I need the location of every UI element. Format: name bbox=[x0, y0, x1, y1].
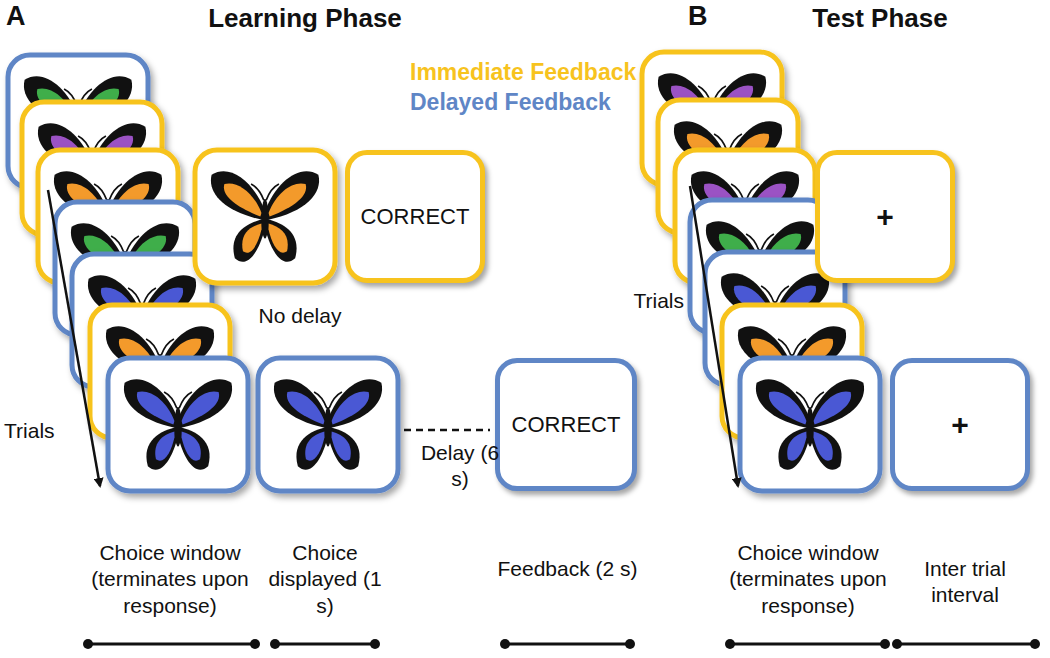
annotation-label: Choice window (terminates upon response) bbox=[713, 540, 903, 619]
annotation-label: Test Phase bbox=[780, 2, 980, 35]
timeline-dot bbox=[83, 639, 93, 649]
annotation-label: Trials bbox=[618, 288, 684, 314]
trials-arrow bbox=[690, 186, 738, 486]
trials-arrow bbox=[48, 190, 100, 486]
timeline-bar bbox=[730, 643, 885, 646]
card-text: + bbox=[951, 408, 969, 442]
annotation-label: B bbox=[688, 0, 728, 34]
annotation-label: Choice displayed (1 s) bbox=[265, 540, 385, 619]
timeline-dot bbox=[892, 639, 902, 649]
annotation-label: No delay bbox=[240, 303, 360, 329]
legend-entry: Immediate Feedback bbox=[410, 58, 670, 87]
stimulus-card bbox=[258, 358, 398, 491]
butterfly-picture bbox=[756, 379, 864, 470]
feedback-card: + bbox=[815, 150, 955, 283]
timeline-dot bbox=[725, 639, 735, 649]
legend-entry: Delayed Feedback bbox=[410, 88, 670, 117]
card-text: CORRECT bbox=[361, 204, 470, 230]
card-frame bbox=[258, 358, 398, 491]
timeline-dot bbox=[625, 639, 635, 649]
feedback-card: CORRECT bbox=[345, 150, 485, 283]
annotation-label: Inter trial interval bbox=[905, 556, 1025, 609]
annotation-label: Feedback (2 s) bbox=[495, 556, 640, 582]
feedback-card: + bbox=[890, 358, 1030, 491]
annotation-label: Choice window (terminates upon response) bbox=[75, 540, 265, 619]
timeline-dot bbox=[370, 639, 380, 649]
annotation-label: Delay (6 s) bbox=[415, 440, 505, 493]
delay-line bbox=[404, 429, 490, 432]
butterfly-picture bbox=[211, 171, 319, 262]
card-text: + bbox=[876, 200, 894, 234]
card-frame bbox=[740, 358, 880, 491]
butterfly-picture bbox=[124, 379, 232, 470]
card-frame bbox=[108, 358, 248, 491]
butterfly-picture bbox=[274, 379, 382, 470]
timeline-dot bbox=[250, 639, 260, 649]
timeline-dot bbox=[500, 639, 510, 649]
annotation-label: Learning Phase bbox=[180, 2, 430, 35]
timeline-dot bbox=[270, 639, 280, 649]
timeline-dot bbox=[1030, 639, 1040, 649]
stimulus-card bbox=[740, 358, 880, 491]
timeline-bar bbox=[275, 643, 375, 646]
annotation-label: A bbox=[6, 0, 46, 34]
annotation-label: Trials bbox=[4, 418, 74, 444]
feedback-card: CORRECT bbox=[495, 358, 637, 491]
timeline-bar bbox=[897, 643, 1035, 646]
timeline-bar bbox=[88, 643, 255, 646]
stimulus-card bbox=[195, 150, 335, 283]
stimulus-card bbox=[108, 358, 248, 491]
card-text: CORRECT bbox=[512, 412, 621, 438]
timeline-bar bbox=[505, 643, 630, 646]
timeline-dot bbox=[880, 639, 890, 649]
card-frame bbox=[195, 150, 335, 283]
